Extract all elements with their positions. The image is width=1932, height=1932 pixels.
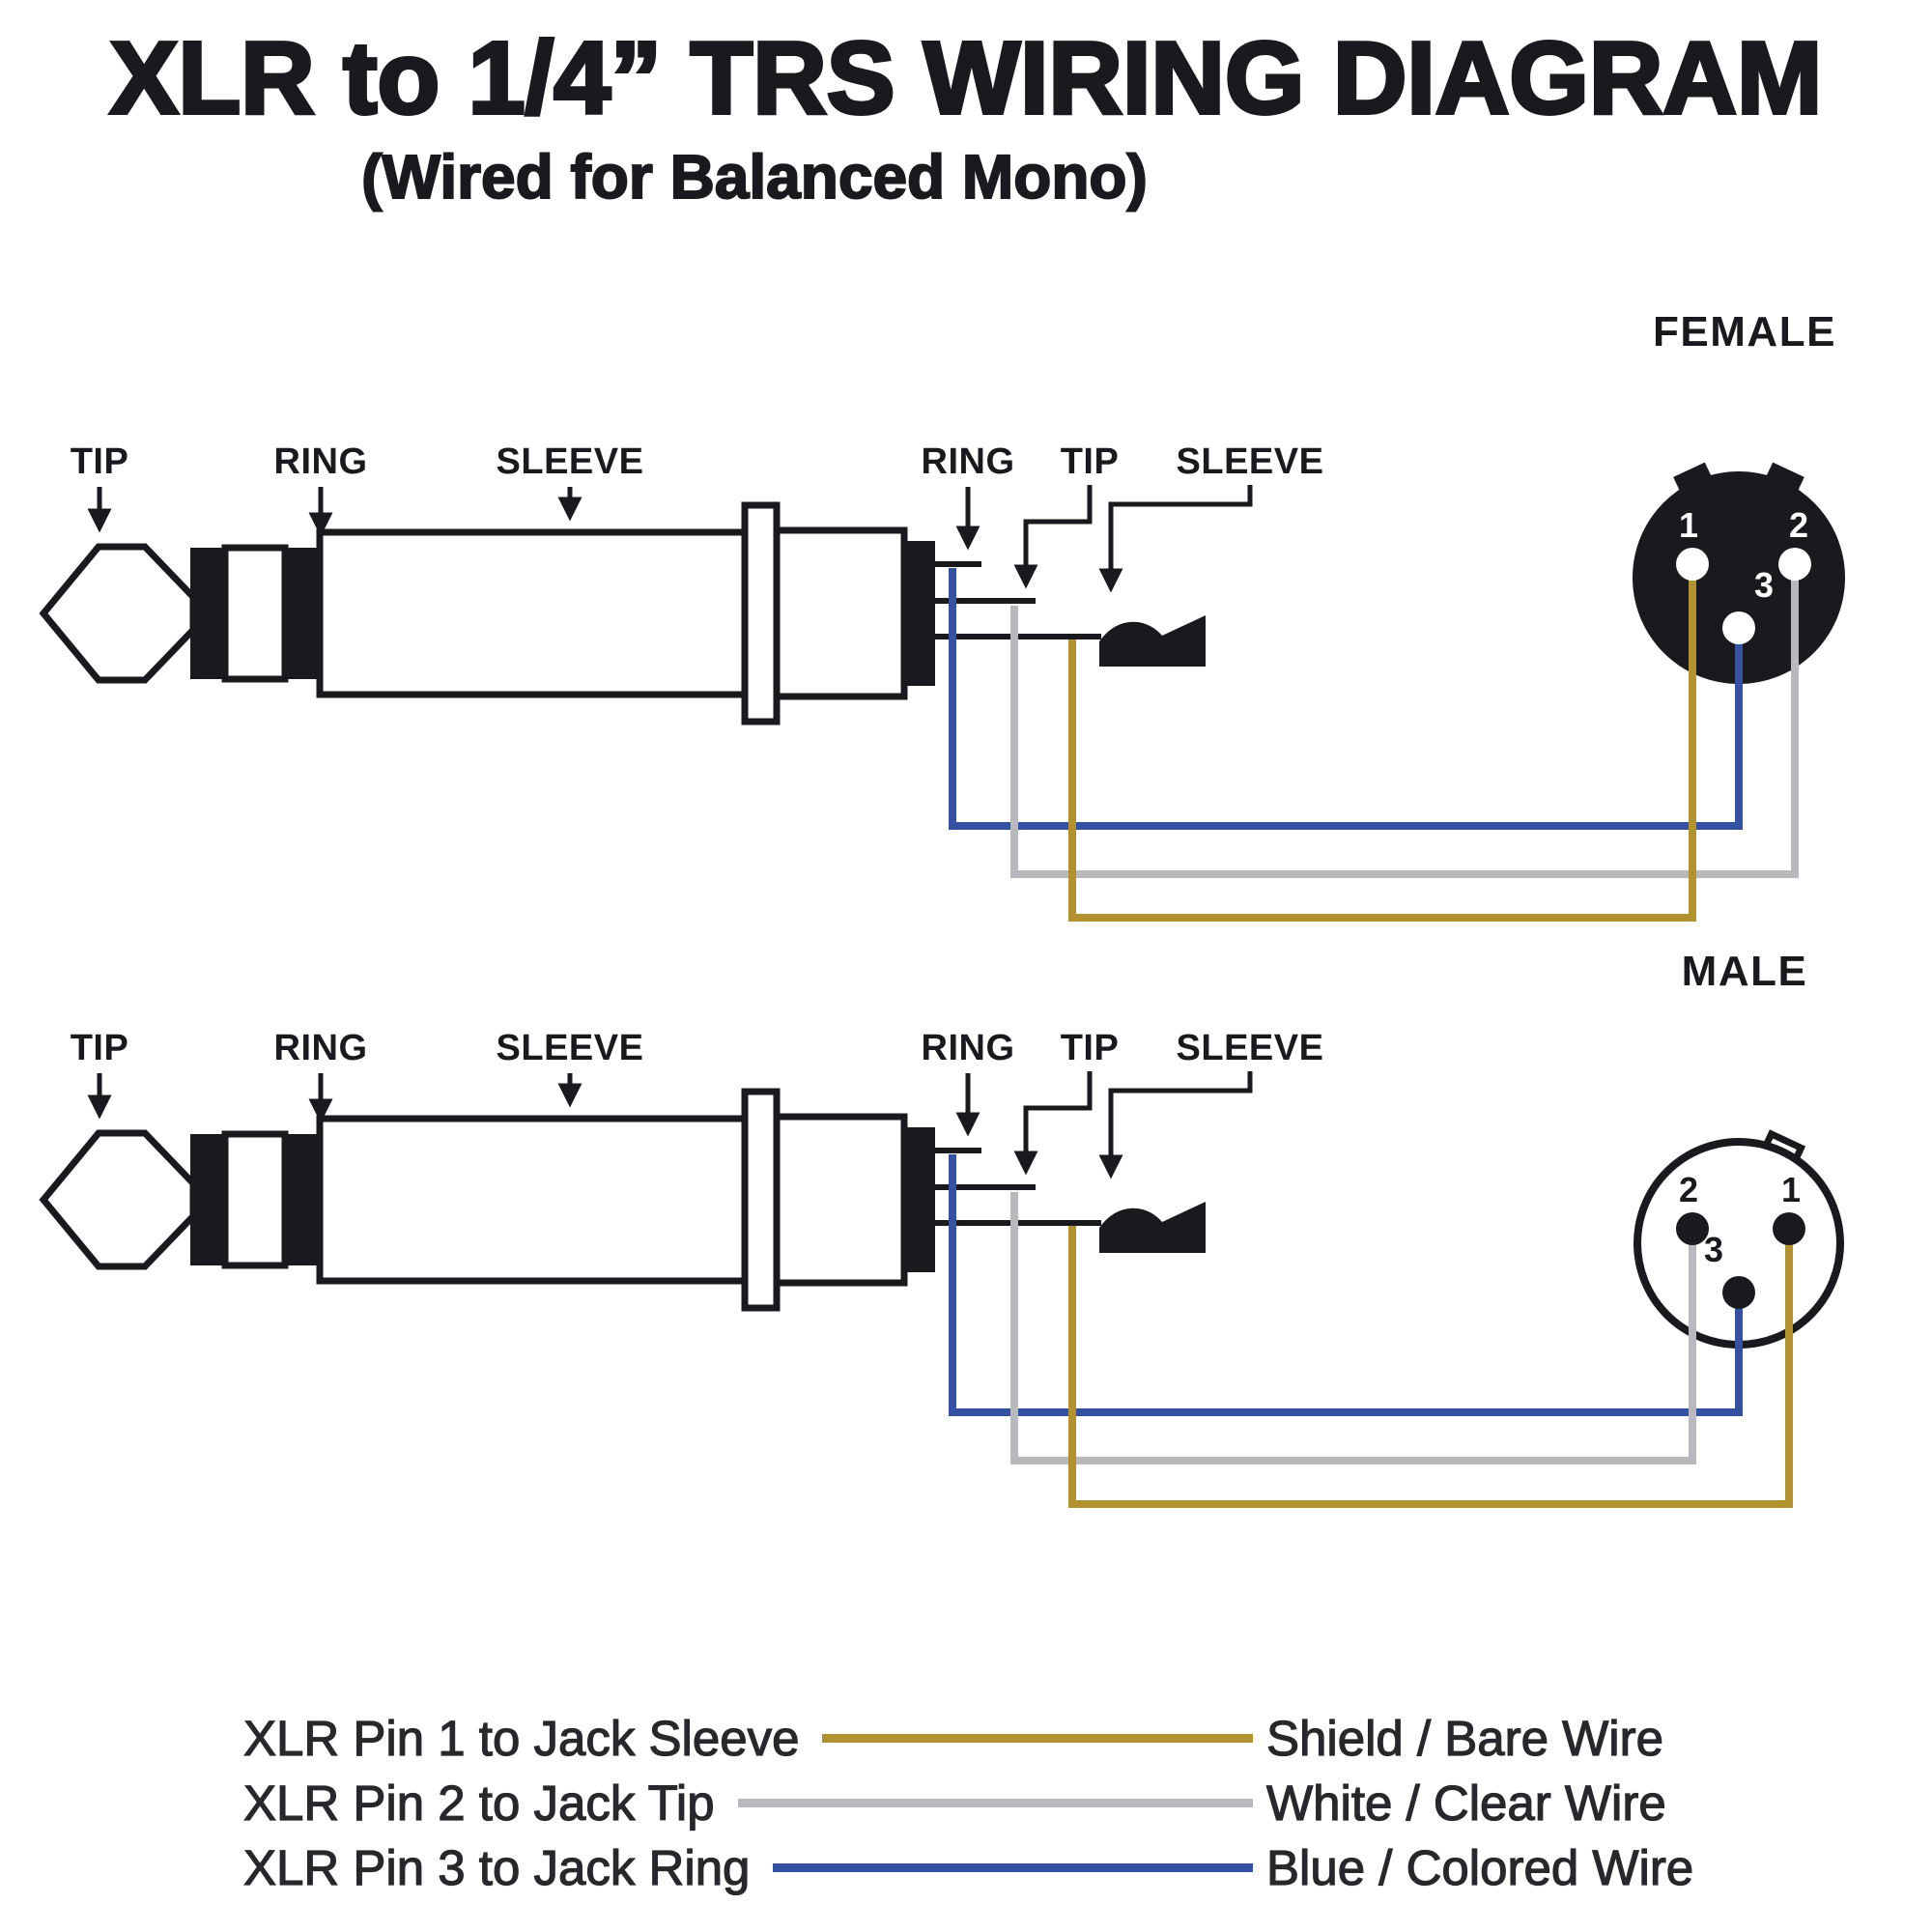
female-pin1-hole — [1676, 548, 1709, 581]
terminal-sleeve-label: SLEEVE — [1177, 1028, 1324, 1068]
wire-white-tip-to-pin2-top — [1010, 564, 1799, 878]
legend: XLR Pin 1 to Jack Sleeve Shield / Bare W… — [242, 1706, 1697, 1900]
tip-label: TIP — [71, 441, 129, 482]
legend-connection-text: XLR Pin 3 to Jack Ring — [242, 1839, 751, 1895]
legend-connection: XLR Pin 3 to Jack Ring — [242, 1839, 1253, 1896]
female-pin3-hole — [1722, 611, 1755, 644]
male-pin1 — [1773, 1212, 1805, 1245]
page-subtitle: (Wired for Balanced Mono) — [360, 141, 1149, 213]
trs-jack-bottom: TIP RING SLEEVE RING TIP SLEEVE — [39, 1028, 1324, 1312]
terminal-sleeve-label: SLEEVE — [1177, 441, 1324, 482]
legend-wire-text: Shield / Bare Wire — [1265, 1710, 1663, 1766]
male-pin1-number: 1 — [1781, 1170, 1801, 1209]
ring-label: RING — [274, 441, 368, 482]
female-label: FEMALE — [1653, 308, 1836, 355]
legend-connection-text: XLR Pin 2 to Jack Tip — [242, 1775, 715, 1831]
male-pin3 — [1722, 1276, 1755, 1309]
legend-connection-text: XLR Pin 1 to Jack Sleeve — [242, 1710, 800, 1766]
plug-collar — [741, 1088, 781, 1312]
plug-end-cap — [904, 541, 935, 686]
terminal-sleeve-arrow — [1098, 1071, 1253, 1179]
terminal-ring-label: RING — [922, 441, 1015, 482]
female-pin1-number: 1 — [1679, 505, 1698, 545]
plug-sleeve — [316, 1115, 749, 1285]
wire-shield-sleeve-to-pin1-top — [1068, 564, 1696, 922]
terminal-ring-label: RING — [922, 1028, 1015, 1068]
male-pin2-number: 2 — [1679, 1170, 1698, 1209]
plug-collar — [741, 501, 781, 725]
wire-shield-sleeve-to-pin1-bottom — [1068, 1226, 1793, 1508]
wire-white-tip-to-pin2-bottom — [1010, 1192, 1696, 1464]
page-title: XLR to 1/4” TRS WIRING DIAGRAM — [108, 21, 1825, 135]
wire-blue-ring-to-pin3-bottom — [949, 1154, 1743, 1416]
wire-blue-ring-to-pin3-top — [949, 568, 1743, 830]
plug-ring — [221, 544, 289, 683]
plug-bushing — [773, 1113, 908, 1287]
plug-tip — [39, 1129, 197, 1270]
female-pin2-number: 2 — [1789, 505, 1808, 545]
plug-bushing — [773, 526, 908, 700]
legend-line-white — [737, 1799, 1253, 1807]
xlr-male-pins: 2 1 3 — [1676, 1170, 1805, 1309]
sleeve-label: SLEEVE — [497, 1028, 644, 1068]
legend-connection: XLR Pin 1 to Jack Sleeve — [242, 1710, 1253, 1767]
male-pin2 — [1676, 1212, 1709, 1245]
xlr-female-pins: 1 2 3 — [1676, 505, 1811, 644]
sleeve-terminal-lug — [1099, 615, 1206, 667]
tip-insulator-band — [190, 548, 225, 679]
sleeve-terminal-lug — [1099, 1202, 1206, 1253]
ring-insulator-band — [285, 1134, 320, 1265]
legend-wire-text: Blue / Colored Wire — [1265, 1839, 1694, 1895]
legend-line-blue — [773, 1863, 1253, 1872]
male-label: MALE — [1682, 948, 1808, 995]
legend-row: XLR Pin 3 to Jack Ring Blue / Colored Wi… — [242, 1835, 1697, 1900]
legend-line-shield — [822, 1734, 1253, 1743]
legend-row: XLR Pin 2 to Jack Tip White / Clear Wire — [242, 1771, 1697, 1835]
legend-connection: XLR Pin 2 to Jack Tip — [242, 1775, 1253, 1832]
male-pin3-number: 3 — [1704, 1230, 1723, 1269]
terminal-tip-arrow — [1013, 1071, 1093, 1176]
terminal-sleeve-arrow — [1098, 485, 1253, 593]
trs-jack-top: TIP RING SLEEVE RING TIP SLEEVE — [39, 441, 1324, 725]
female-pin3-number: 3 — [1754, 565, 1774, 605]
terminal-tip-label: TIP — [1061, 1028, 1120, 1068]
legend-row: XLR Pin 1 to Jack Sleeve Shield / Bare W… — [242, 1706, 1697, 1771]
plug-tip — [39, 543, 197, 684]
plug-sleeve — [316, 528, 749, 698]
sleeve-label: SLEEVE — [497, 441, 644, 482]
terminal-tip-label: TIP — [1061, 441, 1120, 482]
tip-label: TIP — [71, 1028, 129, 1068]
ring-label: RING — [274, 1028, 368, 1068]
tip-insulator-band — [190, 1134, 225, 1265]
terminal-tip-arrow — [1013, 485, 1093, 589]
plug-end-cap — [904, 1127, 935, 1272]
plug-ring — [221, 1130, 289, 1269]
legend-wire-text: White / Clear Wire — [1265, 1775, 1666, 1831]
female-pin2-hole — [1778, 548, 1811, 581]
ring-insulator-band — [285, 548, 320, 679]
